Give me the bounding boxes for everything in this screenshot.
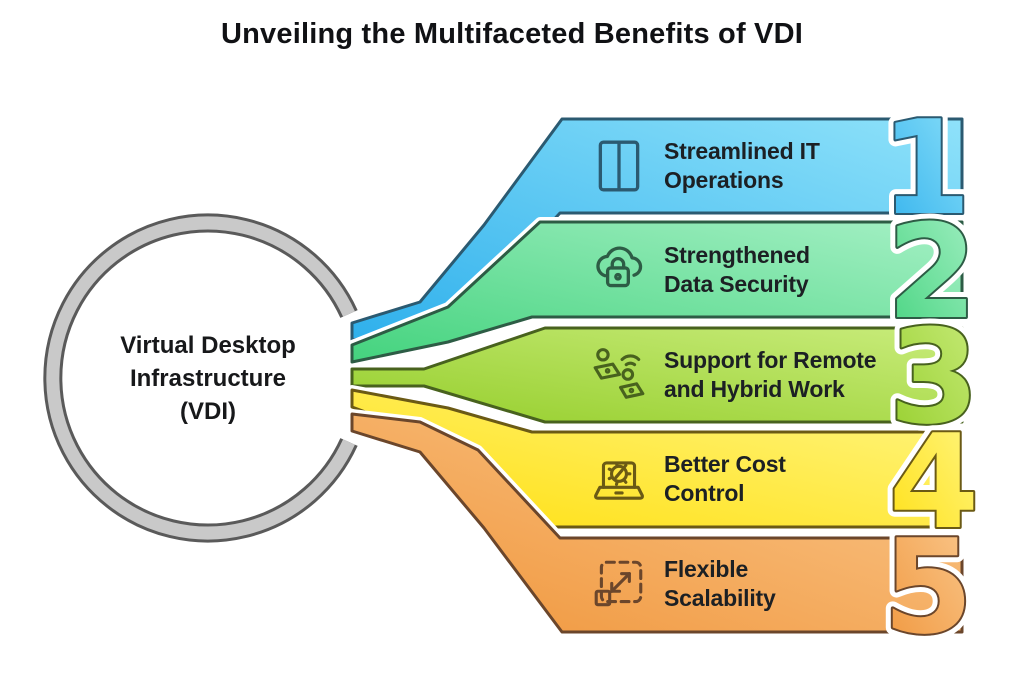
benefit-label-line2: Operations bbox=[664, 167, 784, 193]
benefit-label-line1: Flexible bbox=[664, 556, 749, 582]
benefit-item-4: Better Cost Control bbox=[590, 445, 786, 513]
benefit-number-casing-5: 5 bbox=[883, 511, 973, 663]
hub-label: Virtual Desktop Infrastructure (VDI) bbox=[58, 329, 358, 428]
hub-ring bbox=[43, 213, 358, 543]
benefit-number-3: 3 bbox=[889, 301, 979, 453]
remote-work-icon bbox=[593, 348, 645, 399]
benefit-item-3: Support for Remote and Hybrid Work bbox=[590, 341, 877, 409]
benefit-number-casing-4: 4 bbox=[889, 406, 979, 558]
benefit-ribbon-5 bbox=[350, 412, 964, 634]
hub-label-line: (VDI) bbox=[180, 398, 236, 425]
benefit-number-5: 5 bbox=[883, 511, 973, 663]
benefit-label-line2: Data Security bbox=[664, 271, 809, 297]
benefit-label-line2: Scalability bbox=[664, 585, 776, 611]
benefit-item-1: Streamlined IT Operations bbox=[590, 132, 820, 200]
cloud-lock-icon bbox=[596, 246, 643, 288]
hub-label-line: Infrastructure bbox=[129, 365, 287, 392]
benefit-item-5: Flexible Scalability bbox=[590, 550, 776, 618]
laptop-gear-icon bbox=[594, 461, 644, 500]
benefit-number-casing-1: 1 bbox=[881, 92, 971, 244]
benefit-label-line2: Control bbox=[664, 480, 745, 506]
benefit-number-2: 2 bbox=[887, 196, 977, 348]
diagram-title: Unveiling the Multifaceted Benefits of V… bbox=[220, 18, 803, 50]
benefit-item-2: Strengthened Data Security bbox=[590, 236, 810, 304]
benefit-label-line1: Streamlined IT bbox=[664, 138, 820, 164]
benefit-label-line1: Better Cost bbox=[664, 451, 786, 477]
benefit-number-casing-3: 3 bbox=[889, 301, 979, 453]
expand-icon bbox=[594, 560, 643, 607]
benefit-ribbon-2 bbox=[350, 220, 964, 364]
benefit-label-line1: Strengthened bbox=[664, 242, 810, 268]
benefit-number-4: 4 bbox=[889, 406, 979, 558]
split-window-icon bbox=[598, 140, 640, 192]
benefit-label-line2: and Hybrid Work bbox=[664, 376, 845, 402]
benefit-number-casing-2: 2 bbox=[887, 196, 977, 348]
benefit-label-line1: Support for Remote bbox=[664, 347, 877, 373]
benefit-number-1: 1 bbox=[881, 92, 971, 244]
hub-label-line: Virtual Desktop bbox=[120, 332, 296, 359]
